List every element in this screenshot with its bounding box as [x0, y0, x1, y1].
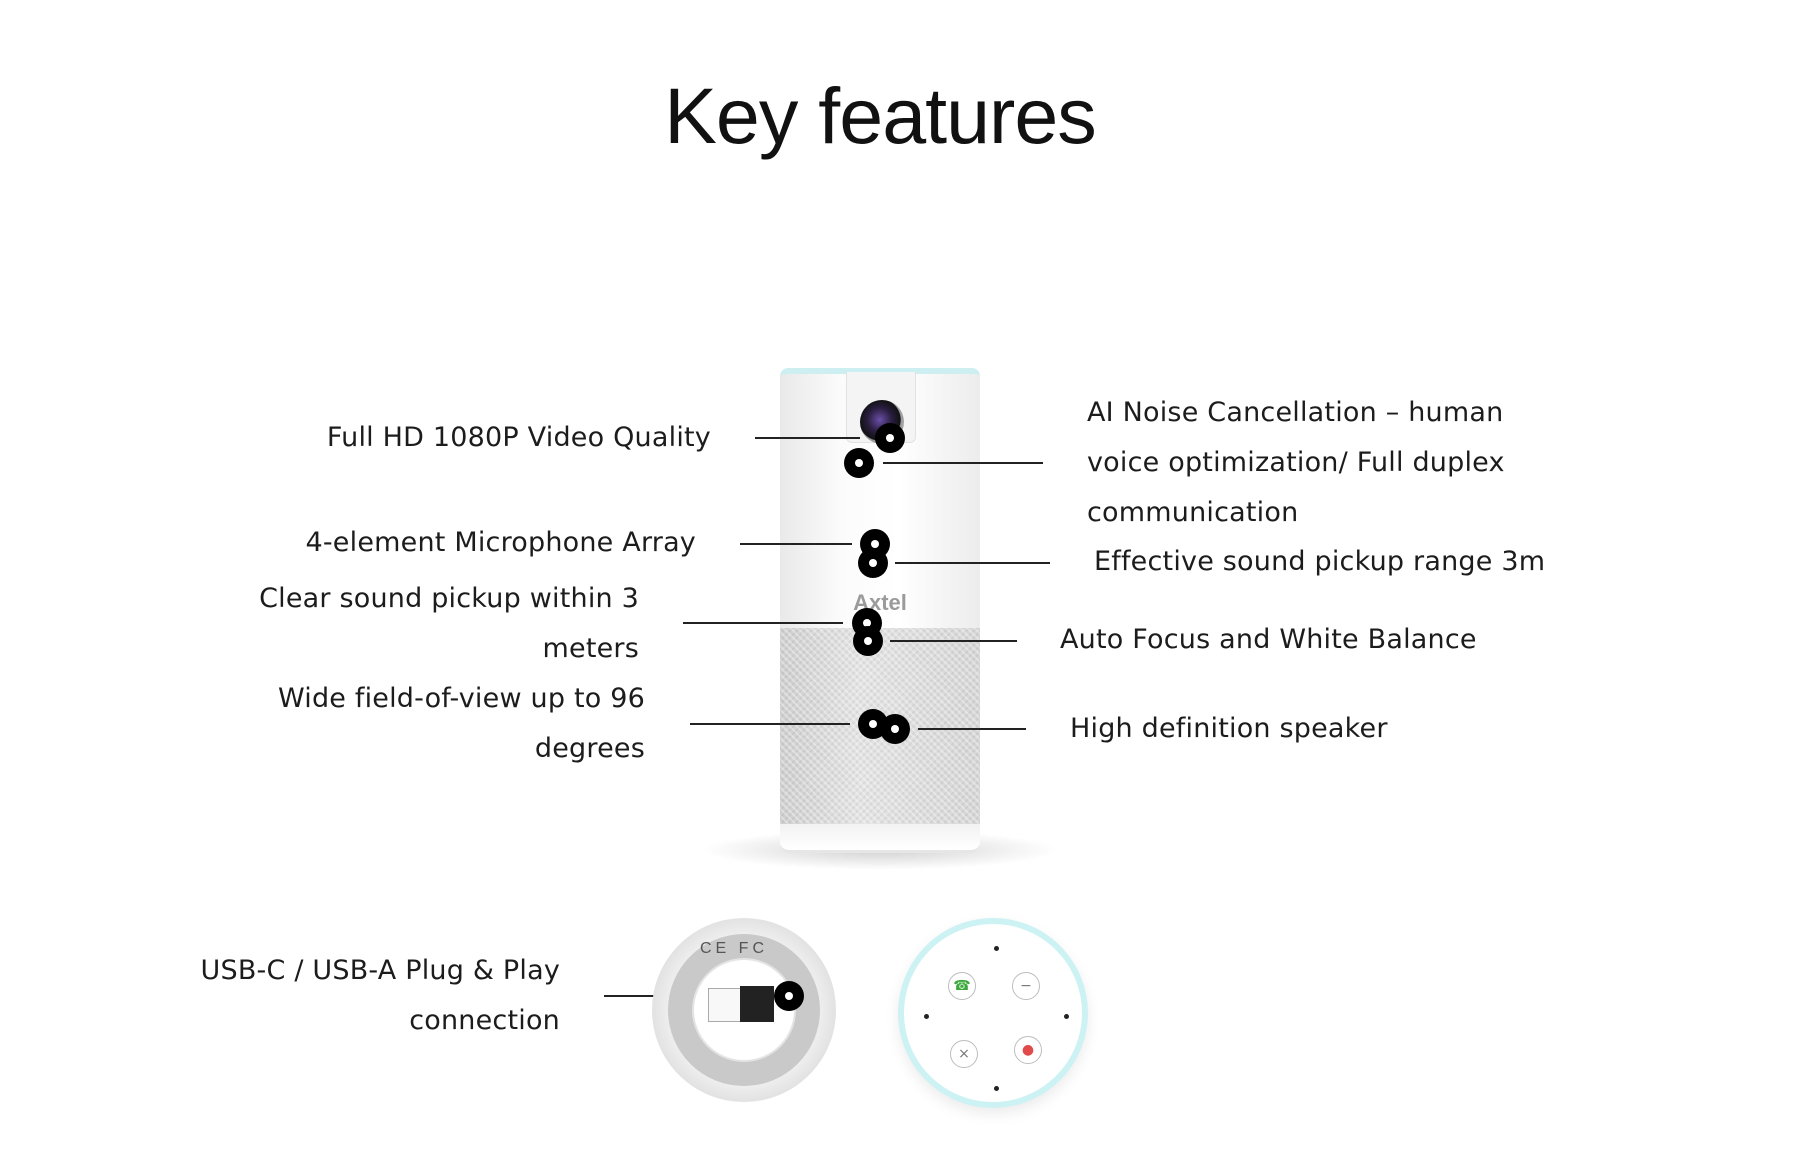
feature-label-focus: Auto Focus and White Balance: [1060, 624, 1477, 655]
device-top-view: ☎ − × ●: [898, 918, 1088, 1108]
hangup-button: ×: [950, 1040, 978, 1068]
leader-line-range: [895, 562, 1050, 564]
mic-hole: [1064, 1014, 1069, 1019]
mic-hole: [994, 946, 999, 951]
feature-label-pickup: Clear sound pickup within 3 meters: [259, 583, 639, 664]
hotspot-range[interactable]: [858, 548, 888, 578]
feature-label-noise: AI Noise Cancellation – human voice opti…: [1087, 397, 1505, 528]
hotspot-speaker[interactable]: [880, 714, 910, 744]
hotspot-noise[interactable]: [844, 448, 874, 478]
page-title: Key features: [664, 71, 1097, 160]
usb-connector-icon: [740, 986, 774, 1022]
speaker-fabric: [780, 628, 980, 824]
phone-icon: ☎: [953, 978, 971, 994]
hotspot-video[interactable]: [875, 423, 905, 453]
feature-label-mic: 4-element Microphone Array: [305, 527, 696, 558]
leader-line-speaker: [918, 728, 1026, 730]
close-icon: ×: [958, 1046, 970, 1062]
leader-line-focus: [890, 640, 1017, 642]
device-image: Axtel: [780, 368, 980, 856]
mic-hole: [994, 1086, 999, 1091]
device-logo: Axtel: [853, 590, 907, 615]
leader-line-noise: [883, 462, 1043, 464]
device-base: [780, 824, 980, 853]
mic-mute-icon: ●: [1021, 1042, 1035, 1058]
leader-line-video: [755, 437, 860, 439]
usb-plug-icon: [708, 988, 742, 1022]
hotspot-focus[interactable]: [853, 626, 883, 656]
feature-label-fov: Wide field-of-view up to 96 degrees: [277, 683, 645, 764]
mute-button: ●: [1014, 1036, 1042, 1064]
minus-icon: −: [1020, 978, 1032, 994]
certification-marks: CE FC: [700, 940, 768, 957]
leader-line-pickup: [683, 622, 843, 624]
device-bottom-view: CE FC: [652, 918, 836, 1102]
hotspot-usb[interactable]: [774, 981, 804, 1011]
leader-line-mic: [740, 543, 852, 545]
volume-down-button: −: [1012, 972, 1040, 1000]
feature-label-speaker: High definition speaker: [1070, 713, 1388, 744]
feature-label-range: Effective sound pickup range 3m: [1094, 546, 1546, 577]
mic-hole: [924, 1014, 929, 1019]
leader-line-fov: [690, 723, 850, 725]
feature-label-video: Full HD 1080P Video Quality: [326, 422, 711, 453]
call-button: ☎: [948, 972, 976, 1000]
feature-label-usb: USB-C / USB-A Plug & Play connection: [200, 955, 560, 1036]
